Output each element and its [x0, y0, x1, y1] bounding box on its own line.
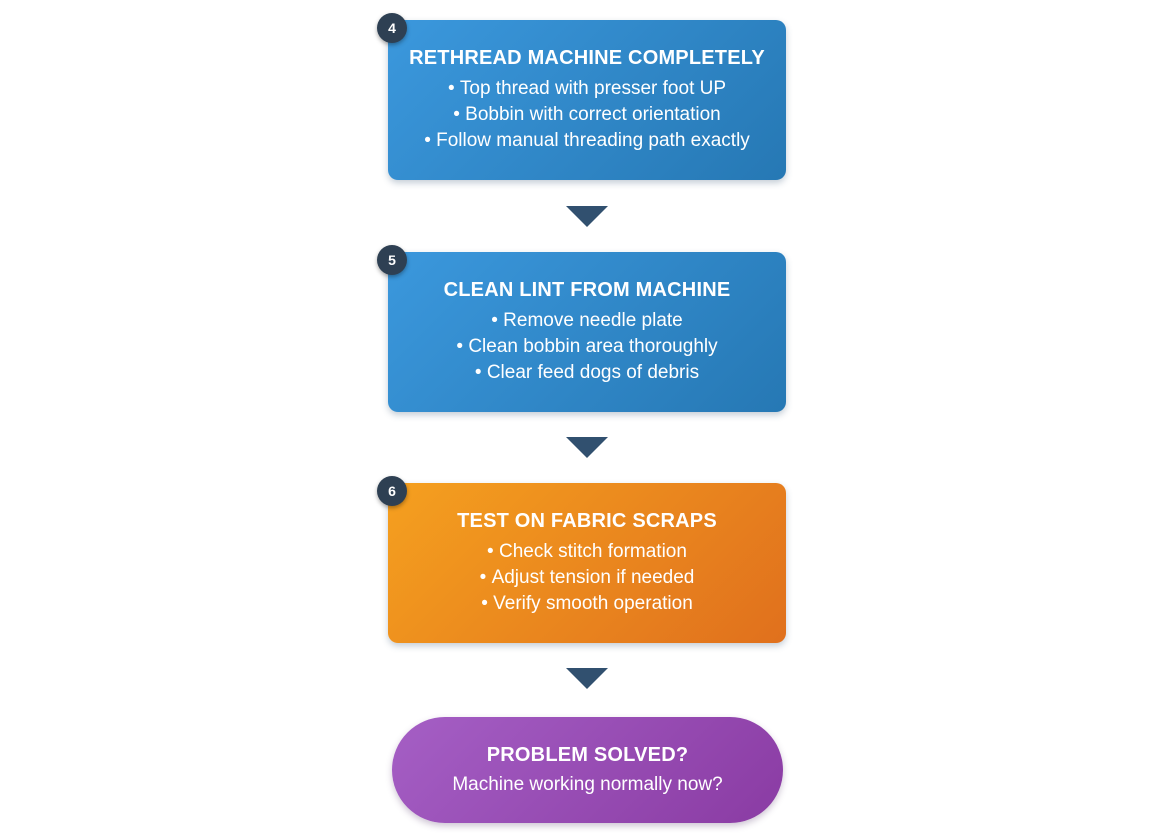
- step-bullet: Adjust tension if needed: [480, 565, 695, 591]
- step-bullet: Remove needle plate: [491, 308, 683, 334]
- step-title: RETHREAD MACHINE COMPLETELY: [409, 47, 765, 69]
- step-bullet: Clear feed dogs of debris: [475, 360, 699, 386]
- end-node-subtitle: Machine working normally now?: [452, 774, 723, 795]
- flow-step-6: 6 TEST ON FABRIC SCRAPS Check stitch for…: [377, 476, 786, 643]
- step-bullet: Bobbin with correct orientation: [453, 102, 721, 128]
- flow-step-5: 5 CLEAN LINT FROM MACHINE Remove needle …: [377, 245, 786, 412]
- step-number-badge: 4: [377, 13, 407, 43]
- end-node-title: PROBLEM SOLVED?: [486, 744, 689, 766]
- end-node-problem-solved: PROBLEM SOLVED? Machine working normally…: [392, 717, 783, 823]
- arrow-down-icon: [566, 668, 608, 689]
- step-title: TEST ON FABRIC SCRAPS: [457, 510, 717, 532]
- step-bullet: Follow manual threading path exactly: [424, 128, 750, 154]
- step-number-badge: 6: [377, 476, 407, 506]
- step-number-badge: 5: [377, 245, 407, 275]
- step-bullet: Verify smooth operation: [481, 591, 693, 617]
- step-bullet: Check stitch formation: [487, 539, 687, 565]
- arrow-down-icon: [566, 437, 608, 458]
- step-title: CLEAN LINT FROM MACHINE: [443, 279, 731, 301]
- arrow-down-icon: [566, 206, 608, 227]
- step-bullet: Top thread with presser foot UP: [448, 76, 726, 102]
- step-bullet: Clean bobbin area thoroughly: [456, 334, 717, 360]
- flow-step-4: 4 RETHREAD MACHINE COMPLETELY Top thread…: [377, 13, 786, 180]
